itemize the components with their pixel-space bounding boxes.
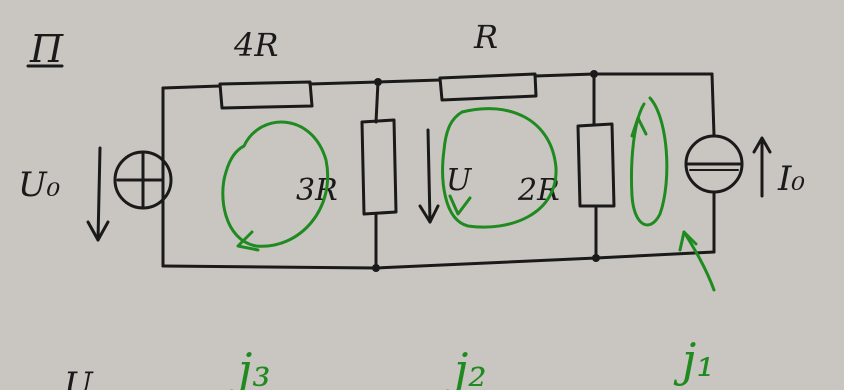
current-source-label: I₀ xyxy=(777,159,805,199)
resistor-r-label: R xyxy=(473,18,498,56)
loop-currents xyxy=(221,96,716,292)
voltage-source-label: U₀ xyxy=(18,165,61,205)
title-mark-text: Π xyxy=(29,27,64,71)
loop-j2-arrowhead xyxy=(448,194,472,216)
current-source: I₀ xyxy=(684,134,805,199)
loop-j3-arrowhead xyxy=(236,230,260,252)
circuit-wires xyxy=(116,72,716,270)
resistor-r: R xyxy=(438,18,538,102)
loop-label-j1: j₁ xyxy=(673,333,715,387)
junction-node xyxy=(372,264,380,272)
voltage-u-label: U xyxy=(446,163,473,198)
loop-j1-pointer xyxy=(682,230,716,292)
junction-node xyxy=(592,254,600,262)
loop-label-j2: j₂ xyxy=(445,343,487,390)
loop-current-labels: j₃ j₂ j₁ xyxy=(229,333,715,390)
title-mark: Π xyxy=(26,27,64,71)
junction-nodes xyxy=(372,70,600,272)
loop-j2-path xyxy=(441,107,558,229)
voltage-source: U₀ xyxy=(18,146,173,242)
loop-j1-arrowhead xyxy=(630,116,648,138)
resistor-4r-label: 4R xyxy=(233,26,278,64)
resistor-4r: 4R xyxy=(218,26,314,110)
resistor-2r: 2R xyxy=(517,122,616,208)
voltage-u-arrow: U xyxy=(418,128,473,224)
junction-node xyxy=(590,70,598,78)
stray-mark: U xyxy=(64,365,94,390)
loop-label-j3: j₃ xyxy=(229,343,271,390)
loop-j3-path xyxy=(221,120,330,248)
resistor-3r-label: 3R xyxy=(296,173,338,208)
resistor-3r: 3R xyxy=(296,118,398,216)
loop-j1-pointer-arrowhead xyxy=(678,230,698,252)
loop-j1-path xyxy=(630,96,669,227)
junction-node xyxy=(374,78,382,86)
